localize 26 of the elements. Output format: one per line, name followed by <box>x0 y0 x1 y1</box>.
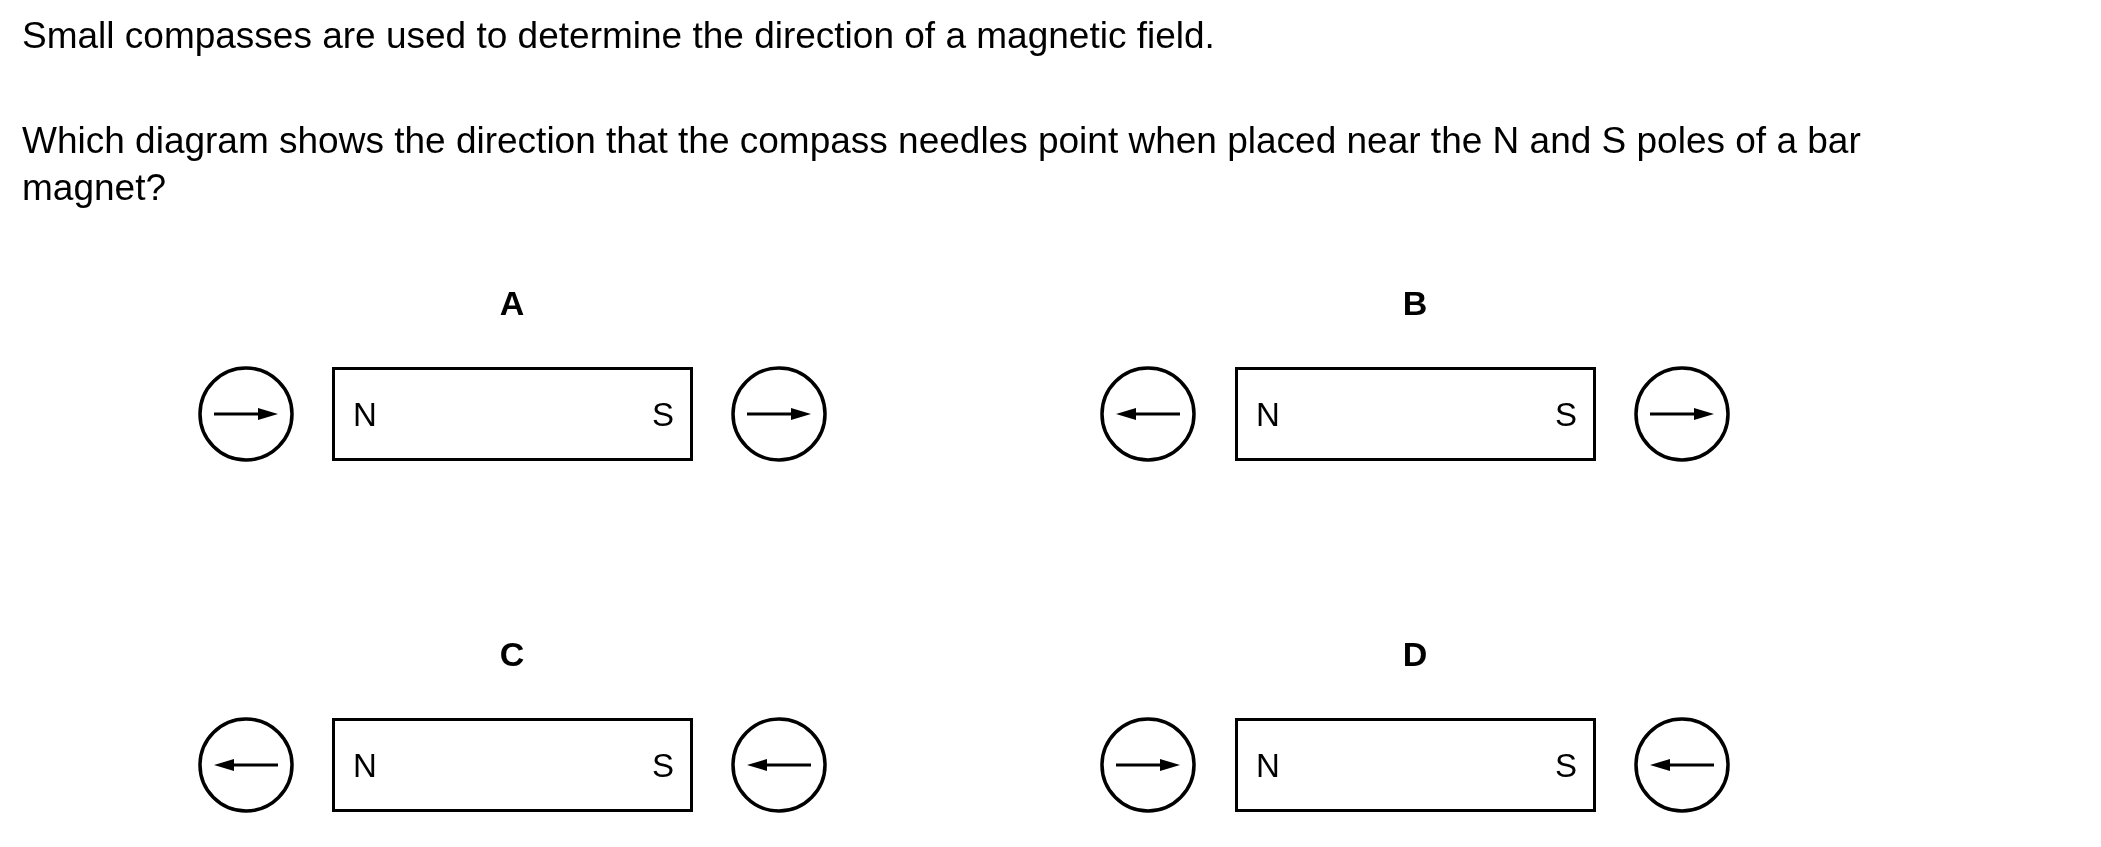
option-letter: B <box>1402 284 1428 323</box>
question-text: Which diagram shows the direction that the compass needles point when placed near the N and S poles of a bar magnet? <box>22 119 1862 210</box>
compass-drawing <box>1632 715 1732 815</box>
pole-label: S <box>652 748 674 782</box>
pole-label: N <box>353 397 377 431</box>
pole-label: S <box>652 397 674 431</box>
compass-drawing <box>1632 364 1732 464</box>
compass-drawing <box>729 715 829 815</box>
compass-drawing <box>1098 364 1198 464</box>
option-letter: A <box>499 284 525 323</box>
question-text: Small compasses are used to determine the direction of a magnetic field. <box>22 14 1216 58</box>
pole-label: N <box>353 748 377 782</box>
option-letter: D <box>1402 635 1428 674</box>
pole-label: N <box>1256 397 1280 431</box>
compass-drawing <box>729 364 829 464</box>
option-letter: C <box>499 635 525 674</box>
bar-magnet <box>1235 718 1596 812</box>
compass-drawing <box>196 715 296 815</box>
pole-label: N <box>1256 748 1280 782</box>
compass-drawing <box>196 364 296 464</box>
compass-drawing <box>1098 715 1198 815</box>
bar-magnet <box>332 718 693 812</box>
pole-label: S <box>1555 397 1577 431</box>
bar-magnet <box>332 367 693 461</box>
pole-label: S <box>1555 748 1577 782</box>
bar-magnet <box>1235 367 1596 461</box>
